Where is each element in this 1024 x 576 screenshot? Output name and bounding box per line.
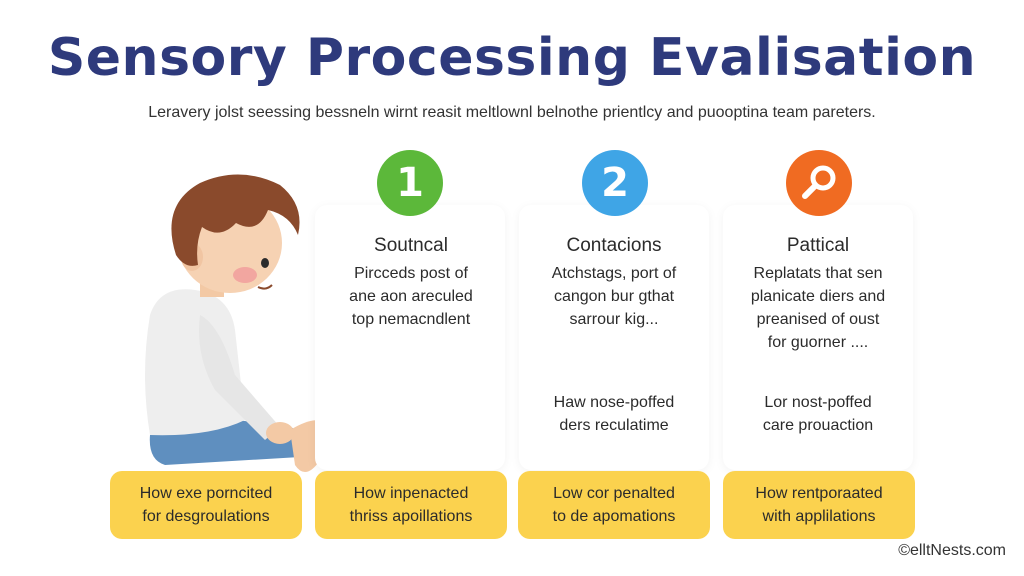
- card-3-body-line: for guorner ....: [767, 334, 869, 351]
- card-2-body-line: Atchstags, port of: [551, 265, 677, 282]
- card-1-heading: Soutncal: [374, 235, 448, 256]
- card-1-body-line: ane aon areculed: [349, 288, 473, 305]
- pill-2-line: thriss apoillations: [349, 508, 473, 525]
- card-3-note-line: care prouaction: [762, 417, 874, 434]
- card-3-body: Replatats that sen planicate diers and p…: [718, 262, 918, 354]
- pill-3-line: to de apomations: [552, 508, 676, 525]
- card-3-body-line: preanised of oust: [756, 311, 880, 328]
- pill-3-line: Low cor penalted: [553, 485, 675, 502]
- number-1-badge: 1: [377, 150, 443, 216]
- page-subtitle: Leravery jolst seessing bessneln wirnt r…: [148, 104, 876, 121]
- pill-2-line: How inpenacted: [353, 485, 469, 502]
- number-2-badge: 2: [582, 150, 648, 216]
- card-2-note-line: Haw nose-poffed: [553, 394, 675, 411]
- card-2-heading: Contacions: [566, 235, 662, 256]
- card-2-body: Atchstags, port of cangon bur gthat sarr…: [514, 262, 714, 331]
- card-3-heading: Pattical: [786, 235, 850, 256]
- pill-3: Low cor penalted to de apomations: [518, 471, 710, 539]
- pill-1-line: for desgroulations: [142, 508, 270, 525]
- footer-credit: ©elltNests.com: [898, 542, 1006, 559]
- card-3-body-line: planicate diers and: [750, 288, 886, 305]
- card-3-body-line: Replatats that sen: [753, 265, 883, 282]
- card-3: [723, 205, 913, 470]
- magnifier-icon: [802, 165, 836, 199]
- card-2-note-line: ders reculatime: [559, 417, 669, 434]
- card-2-body-line: cangon bur gthat: [553, 288, 675, 305]
- card-1-body-line: top nemacndlent: [351, 311, 471, 328]
- card-1-body: Pircceds post of ane aon areculed top ne…: [311, 262, 511, 331]
- card-2: [519, 205, 709, 470]
- pill-4: How rentporaated with applilations: [723, 471, 915, 539]
- child-illustration: [145, 174, 327, 473]
- card-3-note-line: Lor nost-poffed: [764, 394, 872, 411]
- pill-4-line: with applilations: [762, 508, 876, 525]
- card-1: [315, 205, 505, 470]
- card-1-body-line: Pircceds post of: [354, 265, 468, 282]
- pill-4-line: How rentporaated: [755, 485, 883, 502]
- card-2-note: Haw nose-poffed ders reculatime: [514, 391, 714, 437]
- magnifier-badge: [786, 150, 852, 216]
- page-title: Sensory Processing Evalisation: [47, 28, 977, 88]
- card-2-body-line: sarrour kig...: [569, 311, 659, 328]
- card-3-note: Lor nost-poffed care prouaction: [718, 391, 918, 437]
- pill-1: How exe porncited for desgroulations: [110, 471, 302, 539]
- pill-2: How inpenacted thriss apoillations: [315, 471, 507, 539]
- pill-1-line: How exe porncited: [139, 485, 273, 502]
